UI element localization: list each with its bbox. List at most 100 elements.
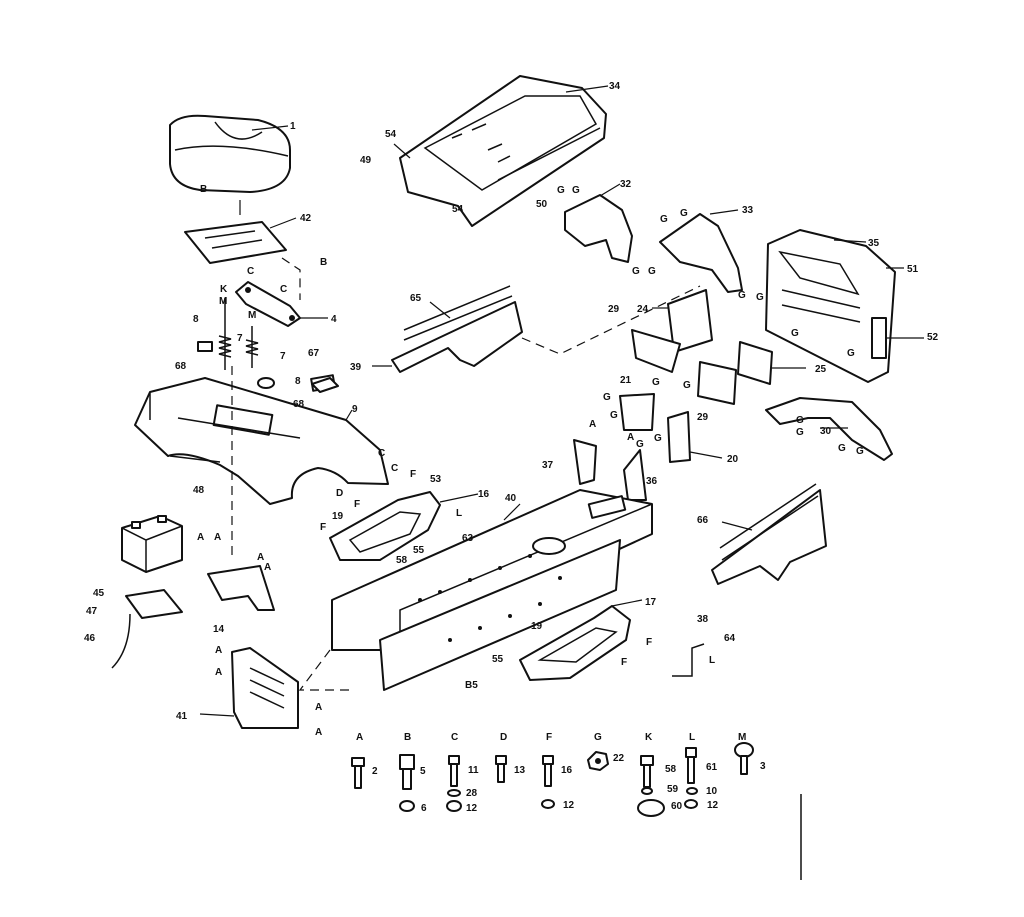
callout-36: 36 (646, 476, 658, 487)
tag-C4: C (391, 463, 398, 474)
tag-G16: G (654, 433, 662, 444)
key-item-22: 22 (613, 753, 625, 764)
tag-A1: A (197, 532, 204, 543)
bracket-36-part (623, 449, 647, 501)
callout-53: 53 (430, 474, 442, 485)
key-item-2: 2 (372, 766, 378, 777)
bumper-30-part (765, 397, 893, 461)
callout-25: 25 (815, 364, 827, 375)
callout-29a: 29 (608, 304, 620, 315)
tag-G13: G (603, 392, 611, 403)
tag-G14: G (610, 410, 618, 421)
footrest-left-part (329, 491, 479, 561)
tag-L1: L (456, 508, 462, 519)
main-frame-part (298, 489, 653, 691)
callout-19a: 19 (332, 511, 344, 522)
right-rail-part (711, 483, 827, 585)
key-item-58: 58 (665, 764, 677, 775)
tag-G12: G (683, 380, 691, 391)
callout-9: 9 (352, 404, 358, 415)
key-header-F: F (546, 732, 552, 743)
footrest-right-part (519, 599, 643, 681)
tag-F5: F (621, 657, 627, 668)
callout-17: 17 (645, 597, 657, 608)
tag-D1: D (336, 488, 343, 499)
bolt-c-icon (446, 755, 462, 812)
tag-C2: C (280, 284, 287, 295)
callout-38: 38 (697, 614, 709, 625)
callout-8b: 8 (295, 376, 301, 387)
key-item-12b: 12 (563, 800, 575, 811)
callout-labels: 1 42 4 7 7 8 8 68 68 67 9 48 54 49 54 50… (84, 81, 939, 722)
tag-G19: G (838, 443, 846, 454)
callout-34: 34 (609, 81, 621, 92)
pin-64-part (672, 643, 705, 677)
key-item-12a: 12 (466, 803, 478, 814)
tag-G10: G (847, 348, 855, 359)
battery-part (121, 515, 183, 573)
tag-G2: G (572, 185, 580, 196)
key-header-A: A (356, 732, 363, 743)
tag-G8: G (756, 292, 764, 303)
callout-7a: 7 (237, 333, 243, 344)
tag-A2: A (214, 532, 221, 543)
callout-4: 4 (331, 314, 337, 325)
hood-hinge-33 (659, 209, 743, 293)
tag-C3: C (378, 448, 385, 459)
callout-49: 49 (360, 155, 372, 166)
key-item-28: 28 (466, 788, 478, 799)
tag-A4: A (264, 562, 271, 573)
tag-C1: C (247, 266, 254, 277)
tag-G5: G (660, 214, 668, 225)
key-item-6: 6 (421, 803, 427, 814)
callout-65: 65 (410, 293, 422, 304)
key-header-C: C (451, 732, 458, 743)
callout-8a: 8 (193, 314, 199, 325)
callout-48: 48 (193, 485, 205, 496)
tag-B2: B (320, 257, 327, 268)
tag-M2: M (248, 310, 256, 321)
callout-16a: 16 (478, 489, 490, 500)
tag-A3: A (257, 552, 264, 563)
tag-A10: A (627, 432, 634, 443)
callout-52: 52 (927, 332, 939, 343)
tag-G6: G (680, 208, 688, 219)
callout-54a: 54 (385, 129, 397, 140)
callout-19b: 19 (531, 621, 543, 632)
callout-30: 30 (820, 426, 832, 437)
tag-G7: G (738, 290, 746, 301)
dash-panel-part (765, 229, 924, 383)
tag-F4: F (646, 637, 652, 648)
key-item-3: 3 (760, 761, 766, 772)
bracket-29-part (631, 329, 737, 405)
nut-g-icon (587, 751, 609, 771)
code-b5: B5 (465, 680, 478, 691)
callout-1: 1 (290, 121, 296, 132)
key-item-13: 13 (514, 765, 526, 776)
tag-G20: G (856, 446, 864, 457)
callout-29b: 29 (697, 412, 709, 423)
tag-B1: B (200, 184, 207, 195)
plate-67-part (311, 377, 339, 393)
bolt-a-icon (351, 757, 365, 789)
callout-64: 64 (724, 633, 736, 644)
bolt-d-icon (495, 755, 507, 783)
bolt-b-icon (399, 754, 415, 812)
callout-37: 37 (542, 460, 554, 471)
tag-G11: G (652, 377, 660, 388)
key-item-12c: 12 (707, 800, 719, 811)
bracket-37-part (573, 439, 597, 485)
key-header-L: L (689, 732, 695, 743)
bracket-24-part (652, 289, 713, 353)
fastener-letter-tags: B B C C K M M C C D F F F F F L L A A A … (197, 184, 864, 738)
bracket-20-part (667, 411, 723, 463)
callout-14: 14 (213, 624, 225, 635)
seat-bracket-part (235, 257, 328, 327)
seat-pan-part (184, 200, 297, 264)
bolt-m-icon (734, 742, 754, 775)
callout-67: 67 (308, 348, 320, 359)
tag-G15: G (636, 439, 644, 450)
callout-54b: 54 (452, 204, 464, 215)
tag-G18: G (796, 427, 804, 438)
